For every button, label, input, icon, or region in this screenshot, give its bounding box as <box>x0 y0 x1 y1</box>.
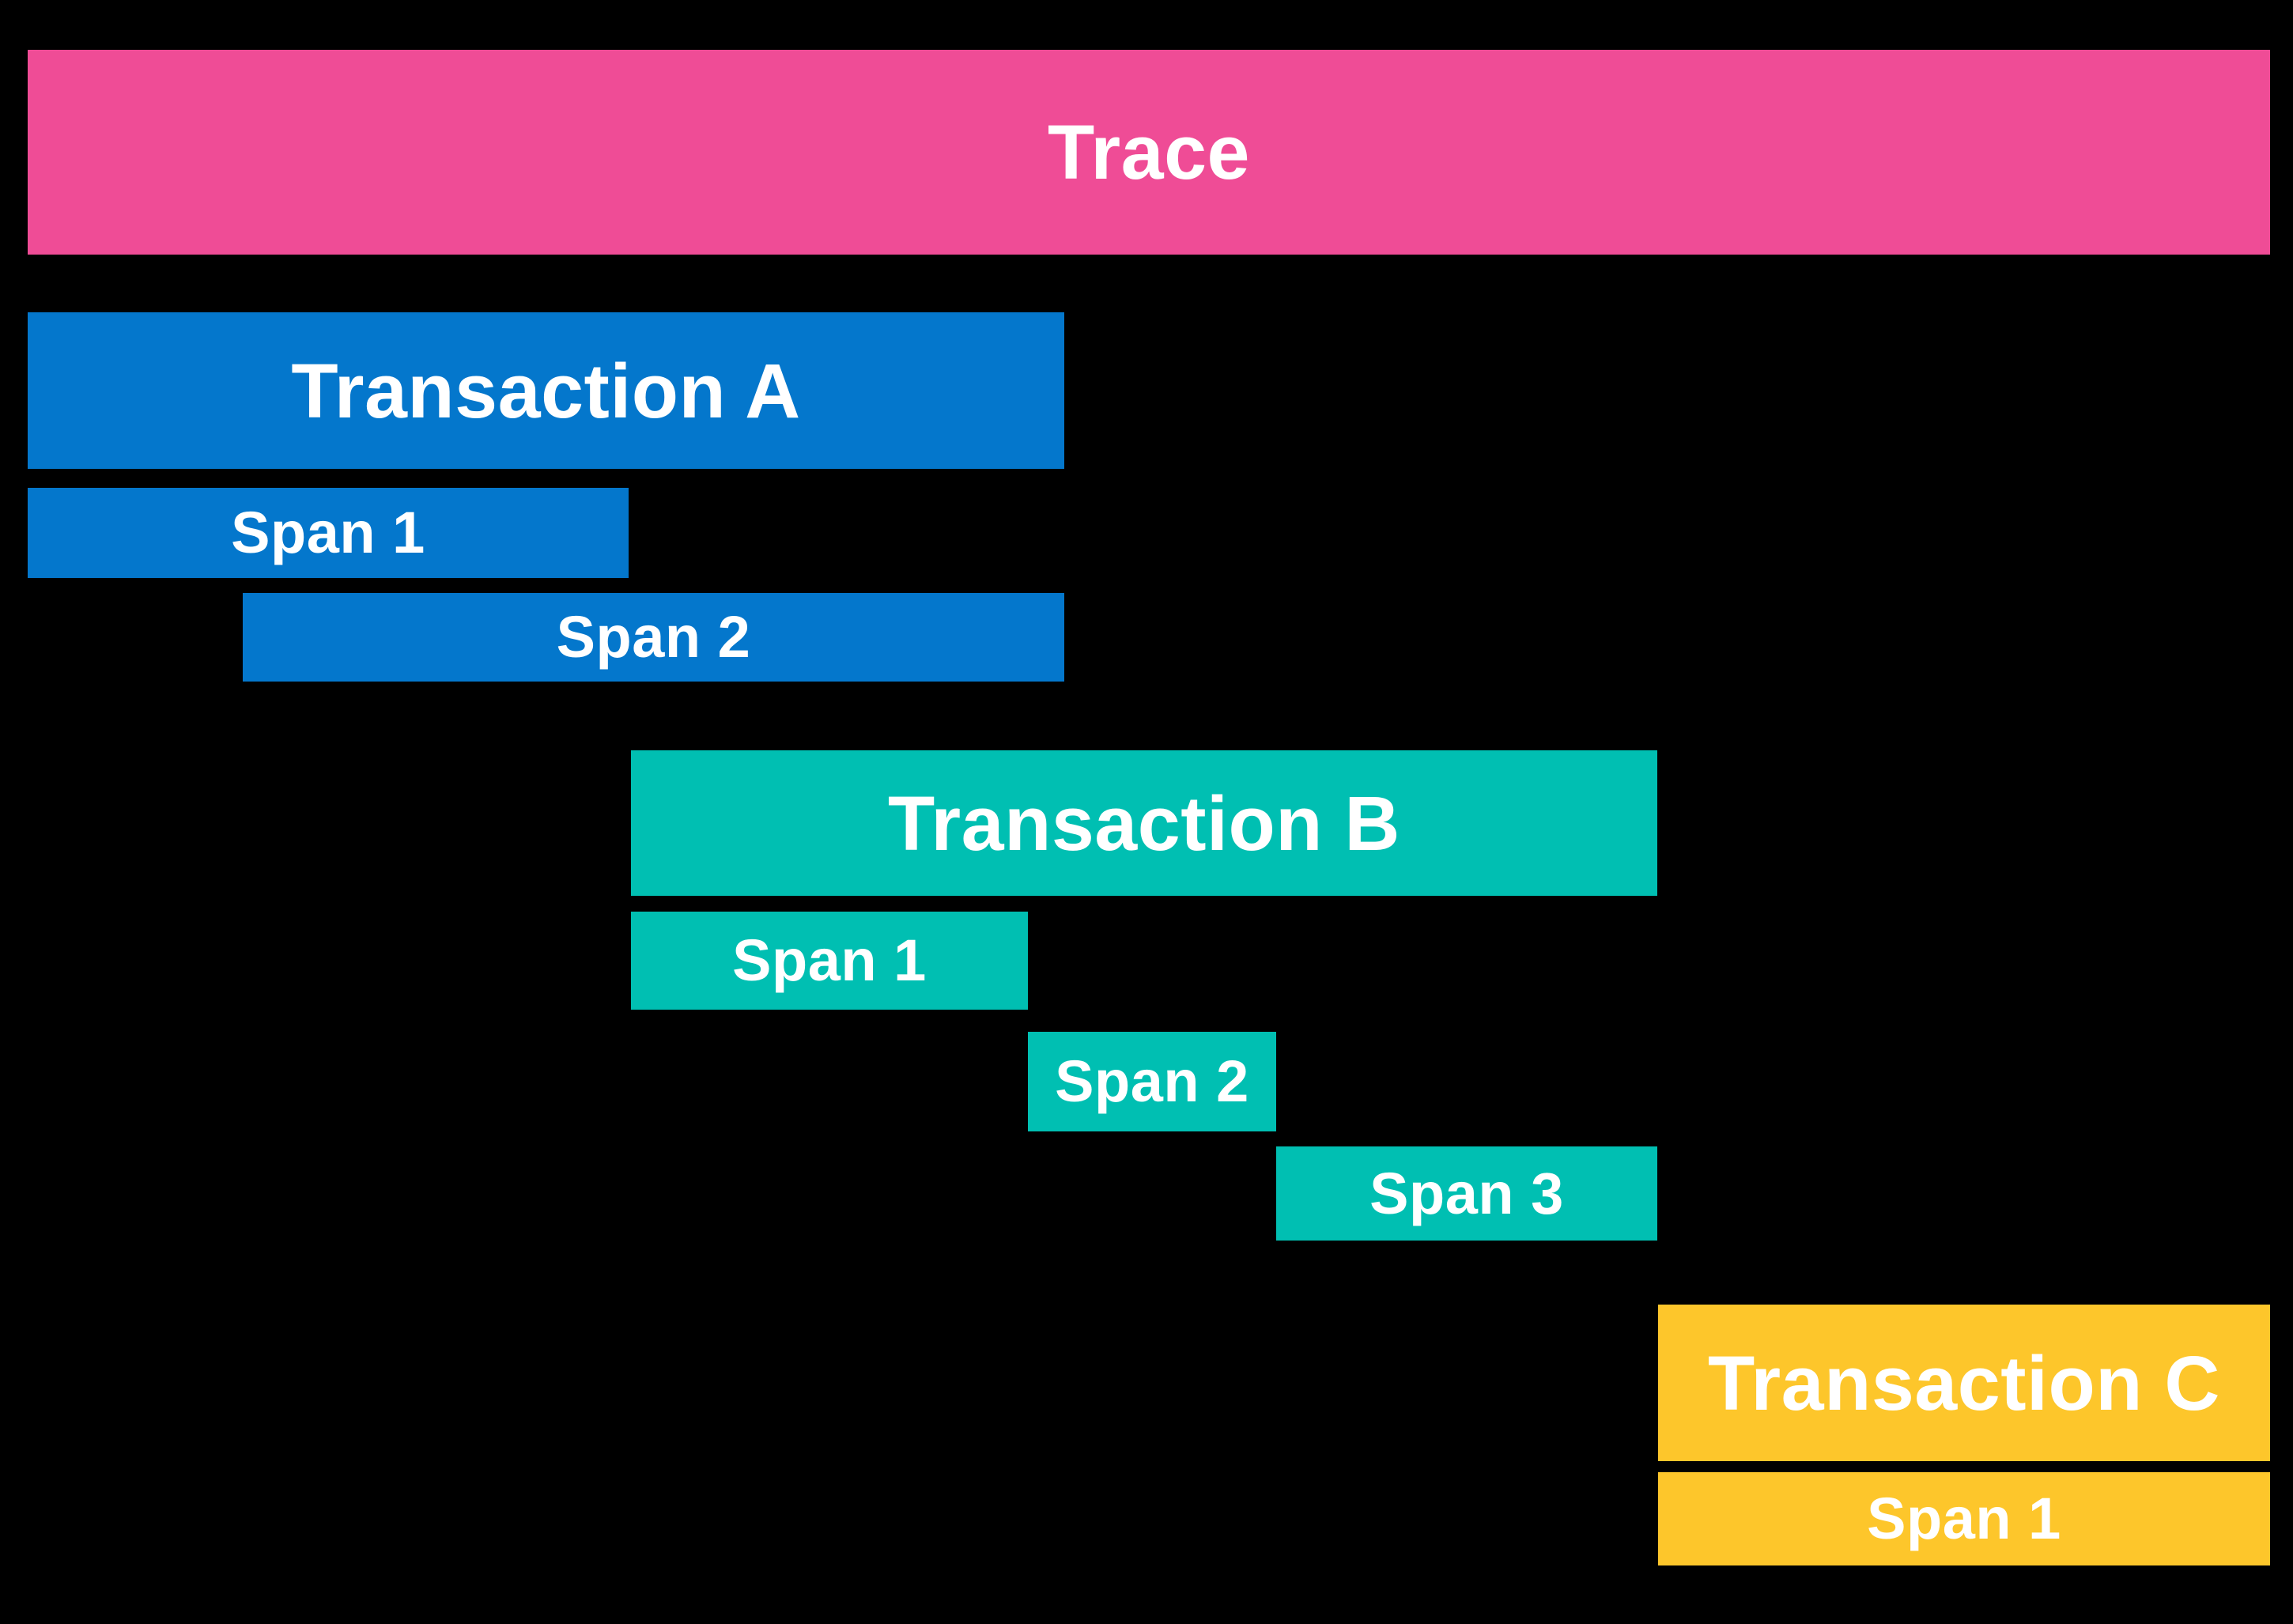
transaction-b-span-3-label: Span 3 <box>1369 1160 1564 1226</box>
transaction-c-span-1-bar: Span 1 <box>1658 1472 2270 1565</box>
transaction-c-span-1-label: Span 1 <box>1867 1486 2061 1551</box>
trace-label: Trace <box>1048 109 1250 195</box>
transaction-b-span-2-bar: Span 2 <box>1028 1032 1276 1131</box>
transaction-b-span-1-bar: Span 1 <box>631 912 1028 1010</box>
transaction-b-label: Transaction B <box>888 780 1400 867</box>
transaction-a-label: Transaction A <box>291 347 801 434</box>
transaction-a-bar: Transaction A <box>28 312 1064 469</box>
transaction-a-span-2-bar: Span 2 <box>243 593 1064 682</box>
transaction-a-span-1-label: Span 1 <box>231 500 425 565</box>
transaction-b-bar: Transaction B <box>631 750 1657 896</box>
transaction-a-span-2-label: Span 2 <box>556 604 751 670</box>
transaction-a-span-1-bar: Span 1 <box>28 488 629 578</box>
transaction-c-label: Transaction C <box>1708 1339 2220 1426</box>
transaction-c-bar: Transaction C <box>1658 1305 2270 1461</box>
transaction-b-span-3-bar: Span 3 <box>1276 1146 1657 1241</box>
transaction-b-span-1-label: Span 1 <box>732 927 927 993</box>
trace-bar: Trace <box>28 50 2270 255</box>
transaction-b-span-2-label: Span 2 <box>1055 1048 1249 1114</box>
